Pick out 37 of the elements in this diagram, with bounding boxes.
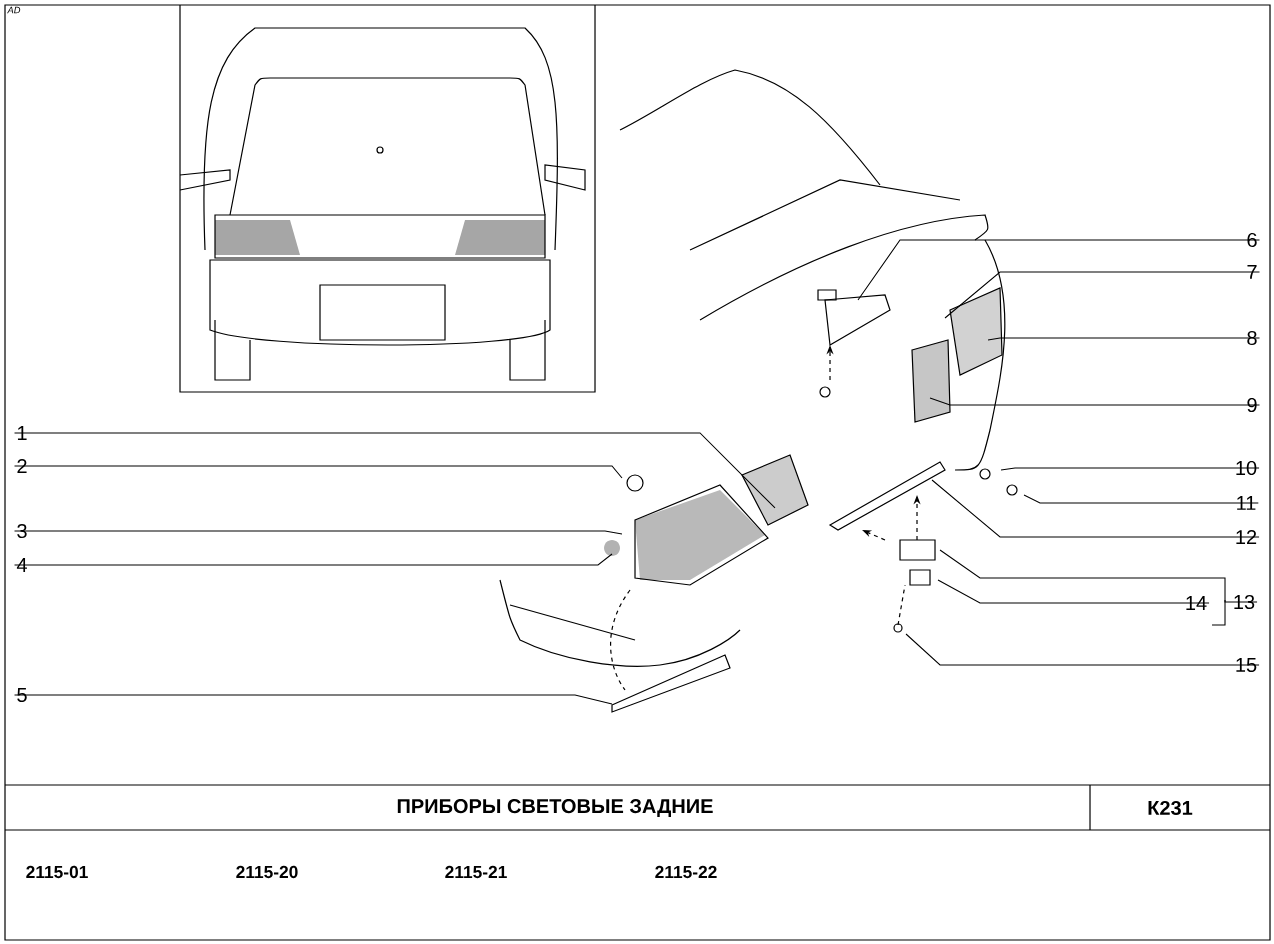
- callout-number: 8: [1247, 330, 1257, 346]
- leader-line: [1023, 494, 1259, 504]
- callout-number: 1: [17, 426, 27, 440]
- leader-line: [13, 694, 613, 705]
- leader-line: [857, 239, 1261, 301]
- title: ПРИБОРЫ СВЕТОВЫЕ ЗАДНИЕ: [397, 799, 713, 817]
- leader-line: [987, 337, 1261, 341]
- leader-line: [939, 549, 1258, 603]
- leader-line: [931, 479, 1260, 538]
- sheet-code: К231: [1148, 800, 1193, 816]
- model-code: 2115-01: [26, 865, 88, 879]
- callout-number: 9: [1247, 397, 1257, 413]
- leader-line: [13, 530, 623, 535]
- model-code: 2115-20: [236, 865, 298, 879]
- callout-number: 6: [1247, 232, 1257, 248]
- leader-line: [13, 432, 776, 509]
- corner-mark: AD: [7, 6, 21, 14]
- callout-number: 12: [1236, 530, 1257, 544]
- callout-number: 7: [1247, 265, 1257, 279]
- callout-number: 14: [1186, 596, 1207, 610]
- callout-number: 2: [17, 459, 27, 473]
- callout-number: 5: [17, 688, 27, 702]
- model-code: 2115-21: [445, 865, 507, 879]
- callout-number: 3: [17, 523, 27, 539]
- leader-line: [1000, 467, 1260, 471]
- model-code: 2115-22: [655, 865, 717, 879]
- leader-line: [937, 579, 1210, 604]
- callout-number: 10: [1236, 460, 1257, 476]
- callout-number: 15: [1236, 658, 1257, 672]
- leader-line: [905, 633, 1260, 666]
- leader-line: [13, 465, 623, 479]
- leader-line: [944, 271, 1261, 319]
- callout-number: 4: [16, 558, 27, 572]
- callout-number: 13: [1234, 594, 1255, 610]
- leader-line: [13, 553, 613, 566]
- leader-line: [929, 397, 1261, 406]
- callout-number: 11: [1237, 496, 1256, 510]
